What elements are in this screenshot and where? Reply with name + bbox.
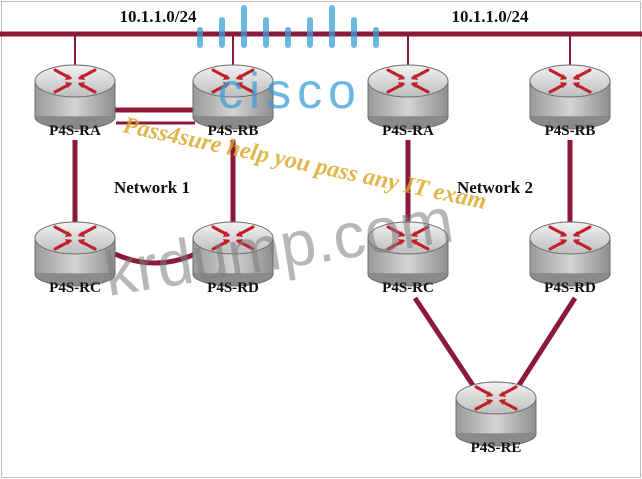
- network1-label: Network 1: [114, 178, 190, 197]
- router-n2-re: P4S-RE: [454, 380, 538, 456]
- router-label: P4S-RD: [207, 280, 259, 296]
- cisco-logo-text: cisco: [218, 63, 362, 119]
- router-n1-rd: P4S-RD: [191, 220, 275, 296]
- network2-links: [405, 140, 578, 398]
- router-label: P4S-RC: [382, 280, 434, 296]
- subnet-label-right: 10.1.1.0/24: [452, 7, 529, 26]
- router-label: P4S-RB: [545, 123, 596, 139]
- router-icon: [366, 63, 450, 131]
- router-n1-ra: P4S-RA: [33, 63, 117, 139]
- subnet-label-left: 10.1.1.0/24: [120, 7, 197, 26]
- router-icon: [454, 380, 538, 448]
- cisco-logo-watermark: cisco: [197, 5, 379, 119]
- router-icon: [528, 220, 612, 288]
- router-n1-rb: P4S-RB: [191, 63, 275, 139]
- network1-links: [72, 107, 236, 266]
- router-icon: [33, 63, 117, 131]
- router-label: P4S-RE: [471, 440, 522, 456]
- router-icon: [528, 63, 612, 131]
- cisco-bars-icon: [197, 5, 379, 48]
- router-label: P4S-RA: [49, 123, 101, 139]
- router-label: P4S-RB: [208, 123, 259, 139]
- router-label: P4S-RA: [382, 123, 434, 139]
- router-n1-rc: P4S-RC: [33, 220, 117, 296]
- network2-label: Network 2: [457, 178, 533, 197]
- router-label: P4S-RD: [544, 280, 596, 296]
- router-label: P4S-RC: [49, 280, 101, 296]
- router-n2-rc: P4S-RC: [366, 220, 450, 296]
- router-n2-ra: P4S-RA: [366, 63, 450, 139]
- router-n2-rb: P4S-RB: [528, 63, 612, 139]
- router-n2-rd: P4S-RD: [528, 220, 612, 296]
